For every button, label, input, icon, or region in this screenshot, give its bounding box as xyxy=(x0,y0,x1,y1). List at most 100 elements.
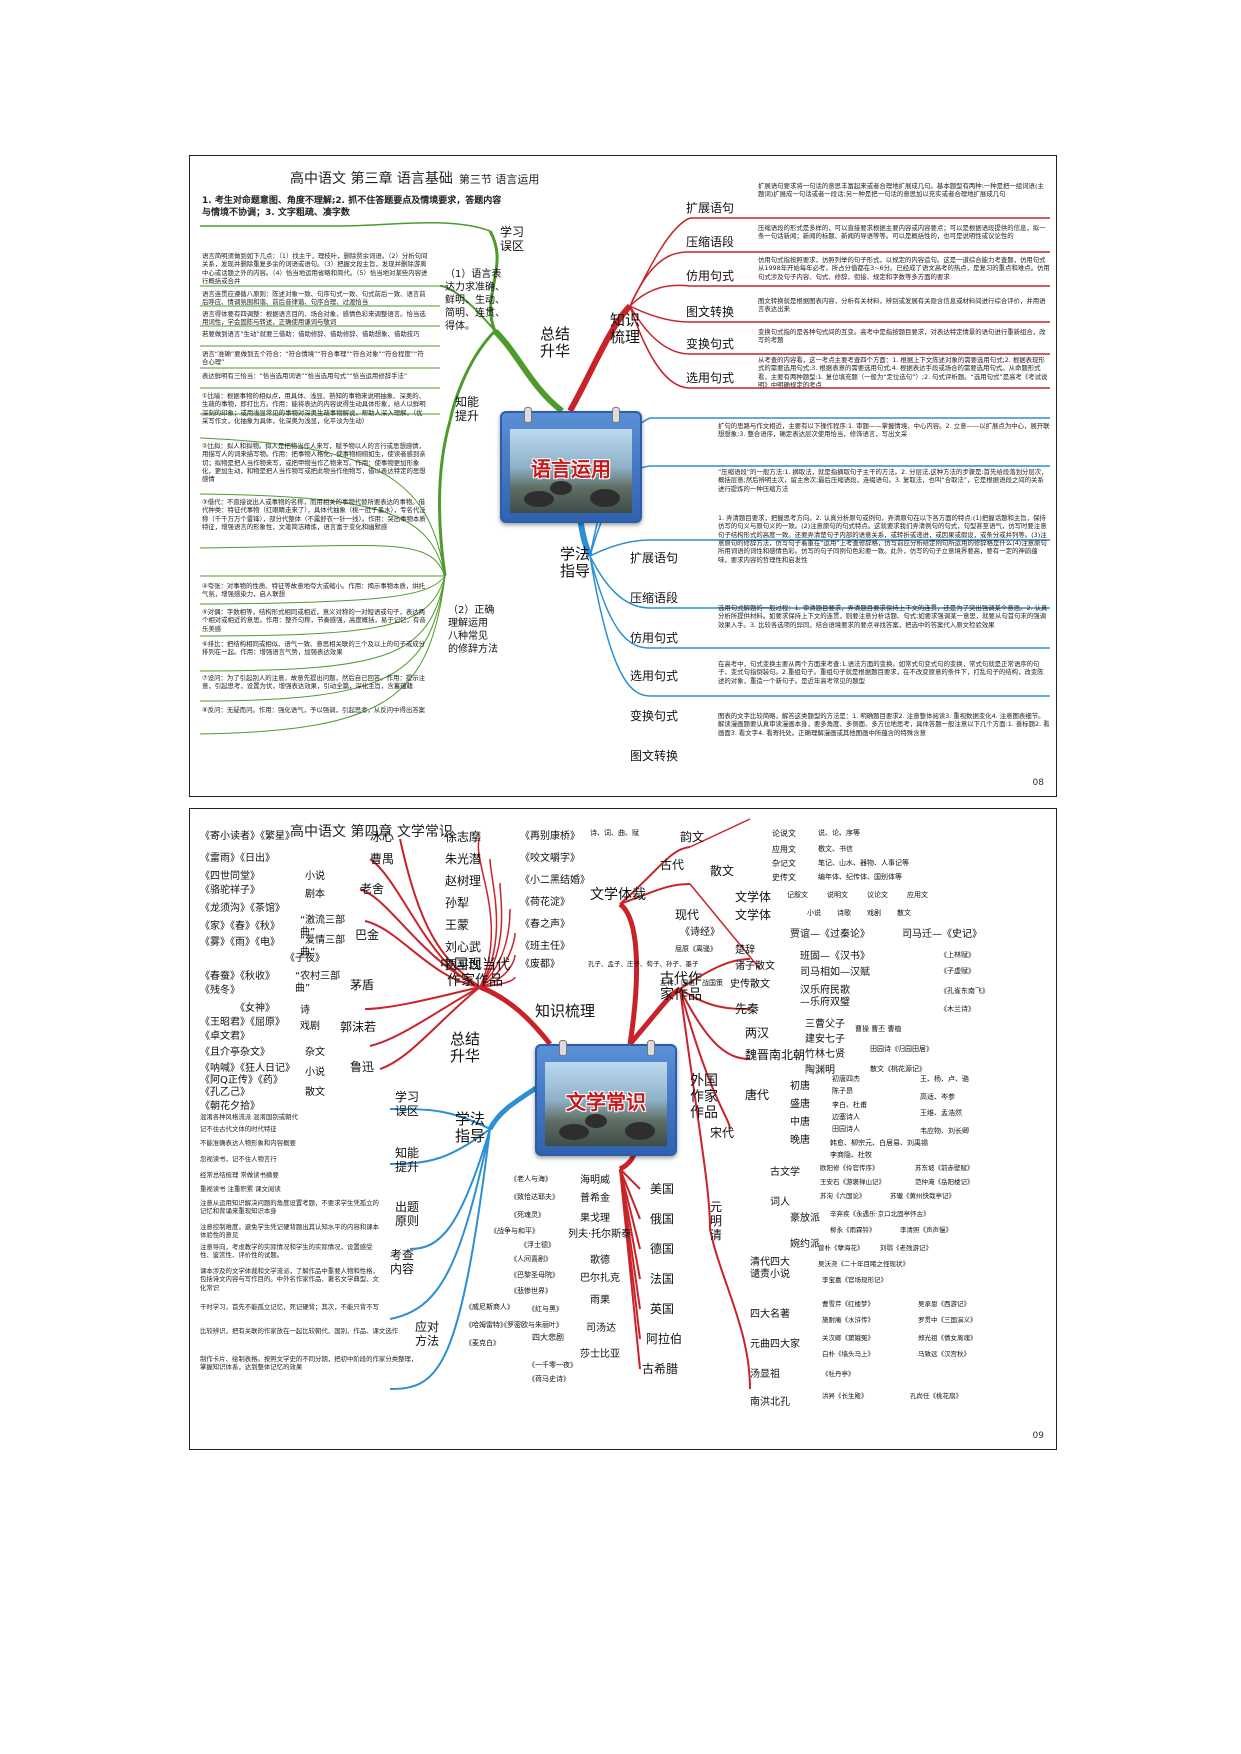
knowledge-item-expand: 扩展语句 xyxy=(686,201,735,215)
work-jiapingwa: 《废都》 xyxy=(520,959,560,970)
hub-foreign: 外国 作家 作品 xyxy=(690,1073,718,1122)
work-laoshe-3: 《龙须沟》《茶馆》 xyxy=(200,903,285,914)
method-item-transform: 变换句式 xyxy=(630,709,679,723)
method-strategy: 应对 方法 xyxy=(415,1320,440,1348)
prose-note-1: 说、论、序等 xyxy=(818,829,860,837)
content-note-2: 课本涉及的文学体裁和文学流派，了解作品中重要人物和性格，包括诗文内容与写作目的。… xyxy=(200,1267,379,1292)
center-node-language-use: 语言运用 xyxy=(500,407,642,523)
modern-lit-2: 诗歌 xyxy=(837,909,851,917)
section-subtitle: 第三节 语言运用 xyxy=(458,173,540,186)
tang-note-6: 韩愈、柳宗元、白居易、刘禹锡 xyxy=(830,1139,928,1147)
song-note-9: 李清照《声声慢》 xyxy=(900,1226,952,1234)
branch-rhetoric: （2）正确 理解运用 八种常见 的修辞方法 xyxy=(448,605,498,655)
genre-classic: 《诗经》 xyxy=(680,927,720,938)
left-note-6: 表达鲜明有三恰当：“恰当选用词语”“恰当选用句式”“恰当运用修辞手法” xyxy=(202,372,408,380)
work-bingxin: 《寄小读者》《繁星》 xyxy=(200,831,295,842)
work-luxun-5: 《朝花夕拾》 xyxy=(200,1101,260,1112)
left-note-12: ⑥排比：把结构相同或相似、语气一致、意思相关联的三个及以上的句子或成分排列在一起… xyxy=(202,640,426,657)
work-xuzhimo: 《再别康桥》 xyxy=(520,831,580,842)
author-maodun: 茅盾 xyxy=(350,978,375,992)
yuan-note-12: 马致远《汉宫秋》 xyxy=(918,1350,970,1358)
wei-item-3: 竹林七贤 xyxy=(805,1049,845,1060)
author-sunli: 孙犁 xyxy=(445,896,470,910)
dynasty-han: 两汉 xyxy=(745,1026,770,1040)
author-xuzhimo: 徐志摩 xyxy=(445,830,482,844)
work-miserables: 《悲惨世界》 xyxy=(510,1287,552,1295)
method-note-6: 图表的文字比较简略，解答这类题型的方法是：1. 明确题目要求2. 注意整体阅读3… xyxy=(718,712,1050,737)
yuan-note-1: 曾朴《孽海花》 xyxy=(818,1244,864,1252)
prose-kind-2: 应用文 xyxy=(772,845,796,854)
kind-luxun-3: 散文 xyxy=(305,1087,325,1098)
prose-note-4: 编年体、纪传体、国别体等 xyxy=(818,873,902,881)
author-bajin: 巴金 xyxy=(355,928,380,942)
left-note-13: ⑦设问：为了引起别人的注意，故意先提出问题，然后自己回答。作用：提示注意，引起思… xyxy=(202,674,426,691)
modern-kind-1: 记叙文 xyxy=(787,891,808,899)
page-number: 08 xyxy=(1032,778,1044,788)
yuan-note-10: 郑光祖《倩女离魂》 xyxy=(918,1334,977,1342)
author-wangmeng: 王蒙 xyxy=(445,918,470,932)
song-note-1: 欧阳修《伶官传序》 xyxy=(820,1164,879,1172)
han-item-1: 贾谊—《过秦论》 xyxy=(790,929,870,940)
learn-note-3: 不能准确表达人物形象和内容概要 xyxy=(200,1139,296,1147)
work-liuxinwu: 《班主任》 xyxy=(520,941,570,952)
wei-note-3: 散文《桃花源记》 xyxy=(870,1065,926,1073)
work-warpeace: 《战争与和平》 xyxy=(490,1227,539,1235)
song-note-3: 苏东坡《前赤壁赋》 xyxy=(915,1164,974,1172)
author-tolstoy: 列夫·托尔斯泰 xyxy=(568,1229,632,1240)
know-note-1: 忽视读书，记不住人物言行 xyxy=(200,1155,277,1163)
tang-note-3: 李白、杜甫 xyxy=(832,1101,867,1109)
calendar-image-icon-2 xyxy=(545,1062,667,1146)
work-sunli: 《荷花淀》 xyxy=(520,897,570,908)
work-guomoruo-2: 《王昭君》《屈原》 xyxy=(200,1017,285,1028)
yuan-item-1: 清代四大 谴责小说 xyxy=(750,1257,790,1280)
country-arabia: 阿拉伯 xyxy=(646,1332,683,1346)
knowledge-note-2: 压缩语段的形式是多样的，可以直接要求根据主要内容或内容要点；可以是根据语段提供的… xyxy=(758,224,1046,241)
work-maodun-2: 《残冬》 xyxy=(200,985,240,996)
center-label: 语言运用 xyxy=(531,457,611,481)
method-note-4: 选用句式解题的一般过程：1. 审清题目要求，弄清题目要求保持上下文的连贯，还是为… xyxy=(718,604,1048,629)
work-luxun-1: 《且介亭杂文》 xyxy=(200,1047,270,1058)
yuan-item-2: 四大名著 xyxy=(750,1309,790,1320)
han-item-5: 汉乐府民歌 —乐府双璧 xyxy=(800,985,850,1008)
work-caoyu: 《雷雨》《日出》 xyxy=(200,853,275,864)
hub-method-2: 学法 指导 xyxy=(455,1110,486,1146)
method-content: 考查 内容 xyxy=(390,1248,415,1276)
yuan-note-6: 吴承恩《西游记》 xyxy=(918,1300,970,1308)
tang-item-3: 中唐 xyxy=(790,1117,810,1128)
work-zhaoshuli: 《小二黑结婚》 xyxy=(520,875,590,886)
tang-note2-2: 高适、岑参 xyxy=(920,1093,955,1101)
left-note-5: 语言“准确”要做到五个符合：“符合情境”“符合事理”“符合对象”“符合程度”“符… xyxy=(202,350,424,367)
country-usa: 美国 xyxy=(650,1182,675,1196)
author-gogol: 果戈理 xyxy=(580,1213,610,1224)
yuan-note-3: 吴沃尧《二十年目睹之怪现状》 xyxy=(818,1260,909,1268)
knowledge-note-1: 扩展语句要求将一句话的意思丰富起来或者合理地扩展成几句。基本题型有两种:一种是把… xyxy=(758,182,1044,199)
han-item-4: 司马相如—汉赋 xyxy=(800,967,870,978)
mindmap-panel-language-use: 高中语文 第三章 语言基础第三节 语言运用 语言运用 总结 升华 知识 梳理 学… xyxy=(189,155,1057,797)
work-wangmeng: 《春之声》 xyxy=(520,919,570,930)
work-macbeth: 《麦克白》 xyxy=(465,1339,500,1347)
hub-summary: 总结 升华 xyxy=(540,325,571,361)
kind-laoshe-2: 剧本 xyxy=(305,889,325,900)
author-pushkin: 普希金 xyxy=(580,1193,610,1204)
song-item-4: 婉约派 xyxy=(790,1239,820,1250)
hub-sort: 知识梳理 xyxy=(535,1002,596,1020)
genre-lit: 文学体 xyxy=(735,890,772,904)
work-notredame: 《巴黎圣母院》 xyxy=(510,1271,559,1279)
top-note: 1. 考生对命题意图、角度不理解;2. 抓不住答题要点及情境要求，答题内容与情境… xyxy=(202,196,502,218)
genre-chu: 楚辞 xyxy=(735,945,755,956)
method-note-5: 在高考中，句式变换主要从两个方面来考查:1.语法方面的变换。如常式句变式句的变换… xyxy=(718,660,1044,685)
tang-item-1: 初唐 xyxy=(790,1081,810,1092)
han-item-3: 班固—《汉书》 xyxy=(800,951,870,962)
tang-note-7: 李商隐、杜牧 xyxy=(830,1151,872,1159)
strategy-note-2: 比较辨识，把有关联的作家放在一起比较朝代、国别、作品、课文选作 xyxy=(200,1327,399,1335)
work-luxun-2: 《呐喊》《狂人日记》 xyxy=(200,1063,295,1074)
modern-kind-3: 议论文 xyxy=(867,891,888,899)
prose-kind-4: 史传文 xyxy=(772,873,796,882)
wei-item-4: 陶渊明 xyxy=(805,1065,835,1076)
page-number-2: 09 xyxy=(1032,1431,1044,1441)
calendar-image-icon xyxy=(510,429,632,513)
prose-kind-1: 论说文 xyxy=(772,829,796,838)
wei-item-1: 三曹父子 xyxy=(805,1019,845,1030)
song-note-8: 柳永《雨霖铃》 xyxy=(830,1226,876,1234)
author-liuxinwu: 刘心武 xyxy=(445,940,482,954)
